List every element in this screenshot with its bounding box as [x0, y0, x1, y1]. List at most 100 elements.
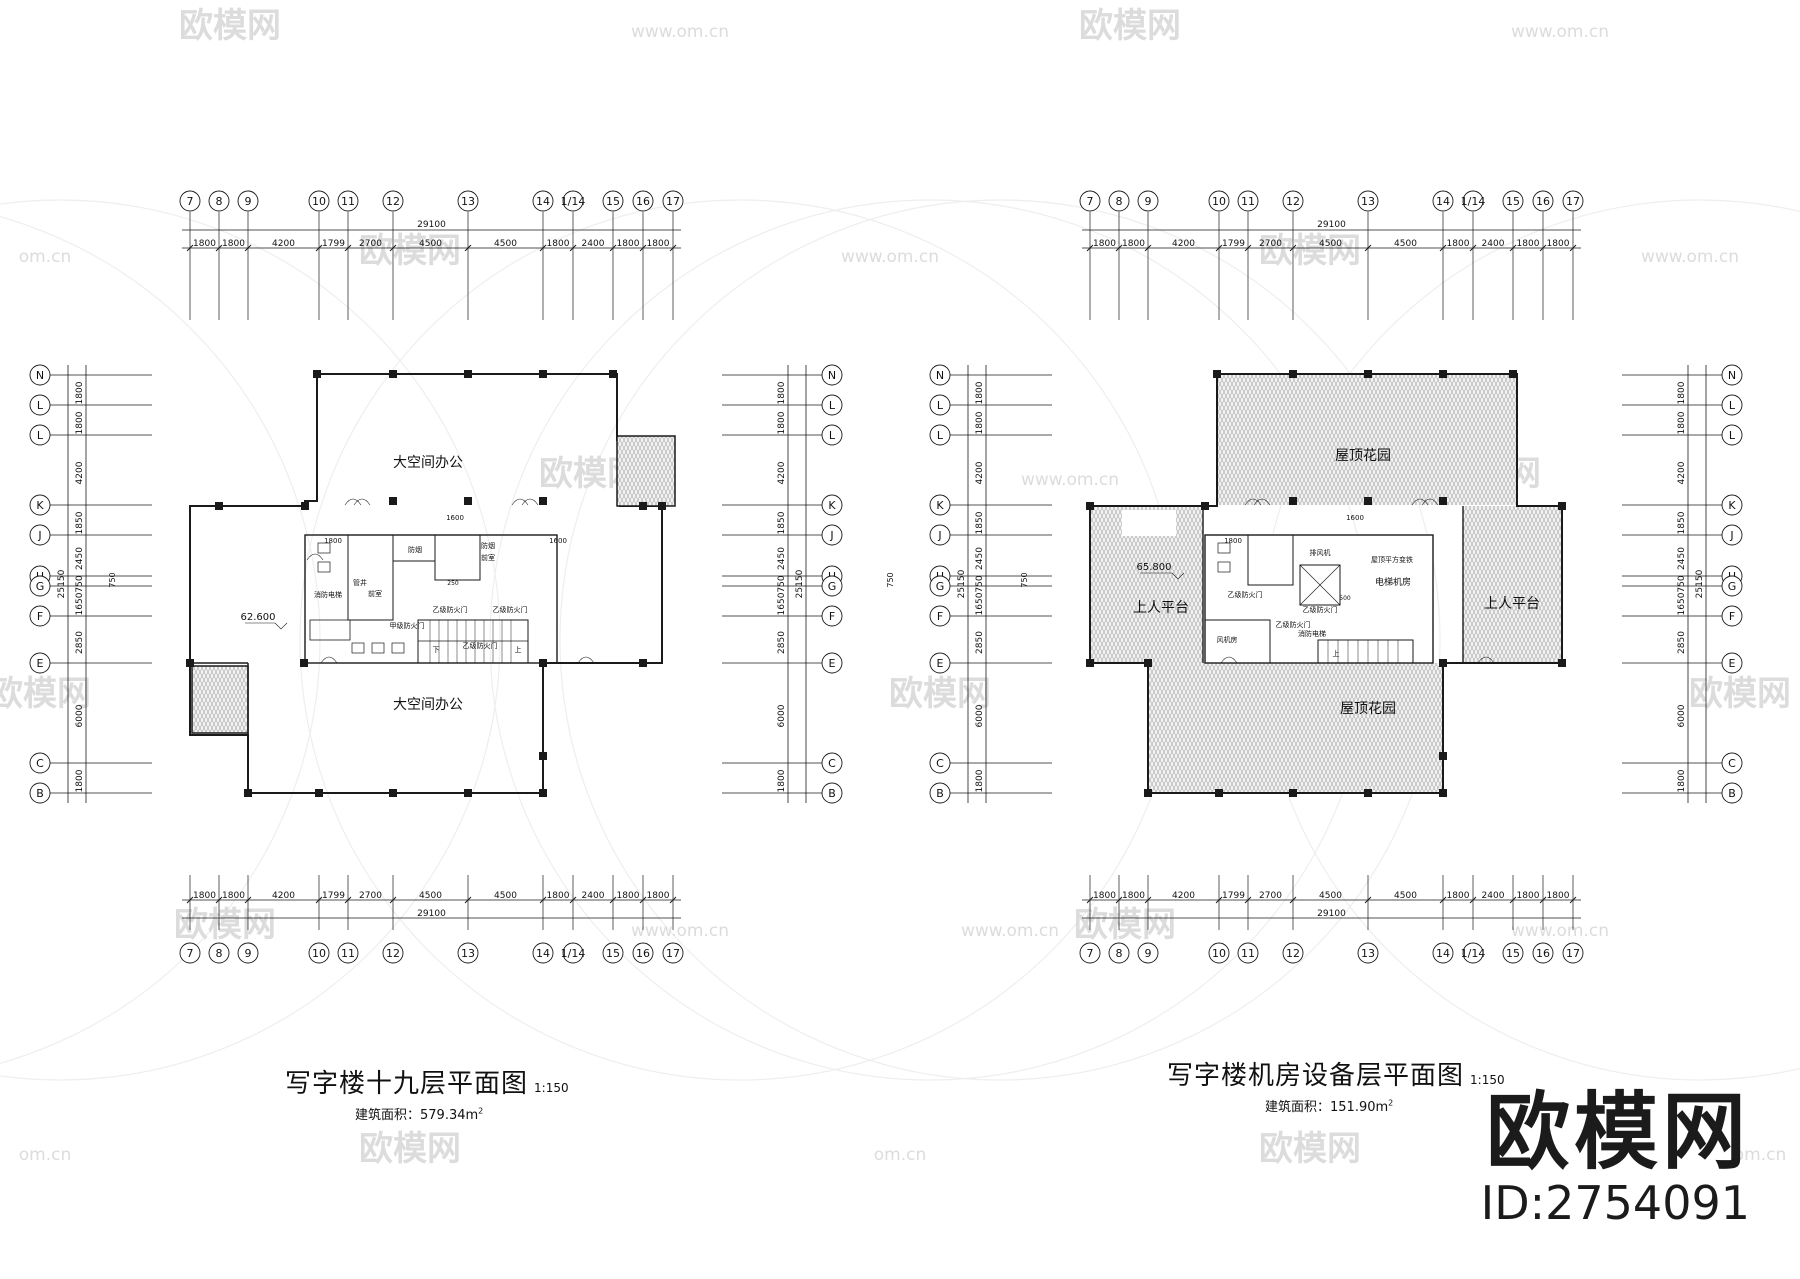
left-dim-value: 1800: [975, 411, 985, 434]
bottom-axis-label: 17: [666, 947, 680, 960]
left-dim-value: 1650: [975, 592, 985, 615]
plan-area-sup-1: 2: [478, 1106, 484, 1116]
plan-area-2: 建筑面积：151.90m2: [1167, 1096, 1505, 1115]
top-dim-value: 4500: [419, 239, 442, 249]
bottom-axis-label: 14: [536, 947, 550, 960]
top-axis-bubble: [1079, 190, 1101, 212]
bottom-dim-value: 2700: [1259, 891, 1282, 901]
left-dim-value: 1850: [975, 511, 985, 534]
plan2-elevation-mark: [1171, 572, 1185, 580]
right-axis-label: C: [828, 757, 836, 770]
right-axis-label: J: [1729, 529, 1733, 542]
right-dim-value: 6000: [777, 704, 787, 727]
tick: [1086, 244, 1094, 252]
plan2-column: [1086, 502, 1094, 510]
tick: [186, 244, 194, 252]
bottom-axis-label: 15: [1506, 947, 1520, 960]
left-axis-label: L: [37, 429, 44, 442]
top-axis-label: 13: [461, 195, 475, 208]
plan1-fixture: [371, 642, 385, 654]
bottom-axis-bubble: [602, 942, 624, 964]
plan1-column: [539, 497, 547, 505]
plan2-column: [1439, 752, 1447, 760]
plan1-door: [577, 656, 595, 664]
plan-title-1: 写字楼十九层平面图: [285, 1069, 529, 1099]
right-axis-label: L: [1729, 399, 1736, 412]
plan-area-text-2: 建筑面积：151.90m: [1265, 1100, 1389, 1115]
left-axis-label: J: [37, 529, 41, 542]
bottom-axis-bubble: [532, 942, 554, 964]
plan2-column: [1509, 370, 1517, 378]
watermark-circle: [299, 199, 1181, 1081]
right-dim-value: 1800: [777, 411, 787, 434]
plan1-door: [306, 553, 324, 561]
bottom-dim-value: 1800: [1093, 891, 1116, 901]
right-dim-value: 2850: [1677, 631, 1687, 654]
bottom-axis-label: 10: [1212, 947, 1226, 960]
left-axis-label: G: [36, 580, 45, 593]
plan1-core-label: 1600: [446, 514, 464, 522]
top-axis-label: 7: [1087, 195, 1094, 208]
bottom-axis-label: 17: [1566, 947, 1580, 960]
plan2-roof-garden-south: [1148, 663, 1443, 793]
plan1-elevation-mark: [274, 622, 288, 630]
right-dim-value: 750: [777, 575, 787, 592]
plan1-column: [609, 370, 617, 378]
bottom-dim-value: 2700: [359, 891, 382, 901]
bottom-axis-label: 9: [245, 947, 252, 960]
plan2-stair: [1317, 639, 1414, 664]
left-axis-label: K: [936, 499, 944, 512]
top-axis-label: 11: [341, 195, 355, 208]
tick: [389, 896, 397, 904]
plan2-core-label: 排风机: [1310, 548, 1331, 557]
top-axis-bubble: [179, 190, 201, 212]
plan1-column: [215, 502, 223, 510]
top-axis-bubble: [532, 190, 554, 212]
plan2-core: [1204, 534, 1434, 664]
top-axis-label: 16: [636, 195, 650, 208]
plan2-column: [1558, 659, 1566, 667]
top-axis-bubble: [382, 190, 404, 212]
top-axis-label: 11: [1241, 195, 1255, 208]
bottom-axis-label: 14: [1436, 947, 1450, 960]
top-dim-value: 4500: [1394, 239, 1417, 249]
plan-scale-2: 1:150: [1470, 1073, 1505, 1087]
top-axis-label: 10: [312, 195, 326, 208]
bottom-dim-value: 1800: [617, 891, 640, 901]
left-total-dim: 25150: [57, 569, 67, 598]
plan1-side-dim: 750: [108, 572, 117, 587]
left-axis-label: F: [937, 610, 943, 623]
brand-name: 欧模网: [1485, 1083, 1750, 1181]
plan1-door: [344, 498, 362, 506]
tick: [1509, 896, 1517, 904]
tick: [1509, 244, 1517, 252]
top-axis-bubble: [562, 190, 584, 212]
bottom-axis-bubble: [1502, 942, 1524, 964]
plan1-core-label: 乙级防火门: [433, 605, 468, 614]
right-axis-label: L: [829, 399, 836, 412]
top-axis-bubble: [308, 190, 330, 212]
top-axis-bubble: [208, 190, 230, 212]
plan1-column: [389, 370, 397, 378]
bottom-dim-value: 2400: [582, 891, 605, 901]
plan2-room-label: 屋顶花园: [1340, 701, 1396, 717]
plan-area-1: 建筑面积：579.34m2: [285, 1104, 569, 1123]
left-axis-label: N: [936, 369, 944, 382]
right-axis-label: G: [1728, 580, 1737, 593]
plan2-column: [1439, 659, 1447, 667]
tick: [1569, 244, 1577, 252]
plan2-column: [1558, 502, 1566, 510]
left-axis-label: L: [37, 399, 44, 412]
plan-area-sup-2: 2: [1388, 1098, 1394, 1108]
tick: [1115, 244, 1123, 252]
bottom-axis-bubble: [662, 942, 684, 964]
right-axis-label: G: [828, 580, 837, 593]
top-axis-bubble: [1357, 190, 1379, 212]
top-axis-bubble: [1432, 190, 1454, 212]
top-axis-bubble: [1532, 190, 1554, 212]
plan1-column: [639, 659, 647, 667]
tick: [344, 244, 352, 252]
watermark-brand-text: 欧模网: [179, 6, 281, 46]
top-axis-label: 1/14: [561, 195, 586, 208]
